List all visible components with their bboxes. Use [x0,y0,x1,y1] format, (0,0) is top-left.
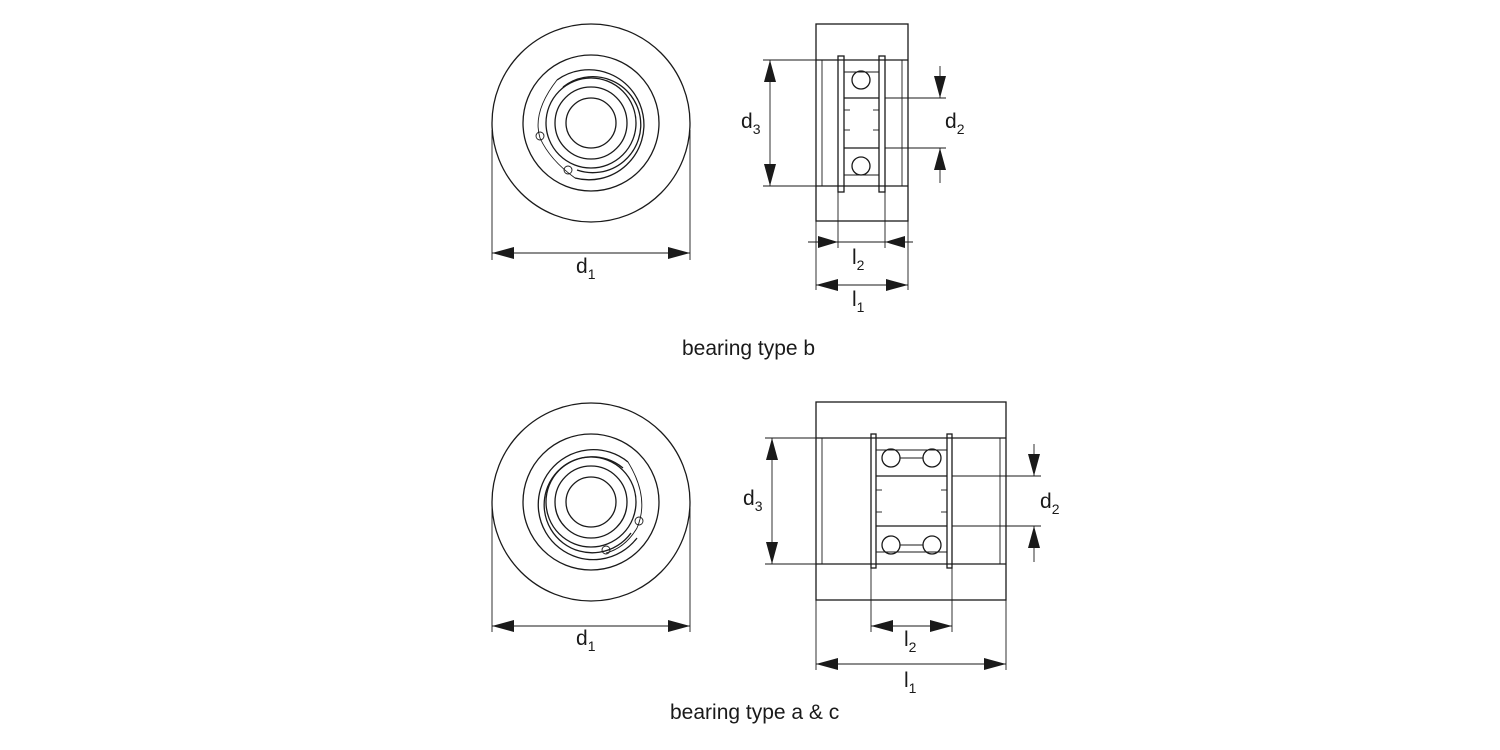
type-ac-caption: bearing type a & c [670,701,839,724]
type-b-l2-label: l2 [852,246,865,273]
type-b-l1-label: l1 [852,288,865,315]
type-ac-l1-label: l1 [904,669,917,696]
type-ac-l2-label: l2 [904,628,917,655]
type-b-d2-label: d2 [945,110,965,137]
type-b-section-view [763,23,946,291]
type-ac-d1-label: d1 [576,627,596,654]
type-b-caption: bearing type b [682,337,815,360]
type-b-front-view [491,23,691,260]
type-ac-d3-label: d3 [743,487,763,514]
type-ac-front-view [491,402,691,632]
type-b-d1-label: d1 [576,255,596,282]
type-ac-section-view [765,401,1041,670]
type-b-d3-label: d3 [741,110,761,137]
type-ac-d2-label: d2 [1040,490,1060,517]
